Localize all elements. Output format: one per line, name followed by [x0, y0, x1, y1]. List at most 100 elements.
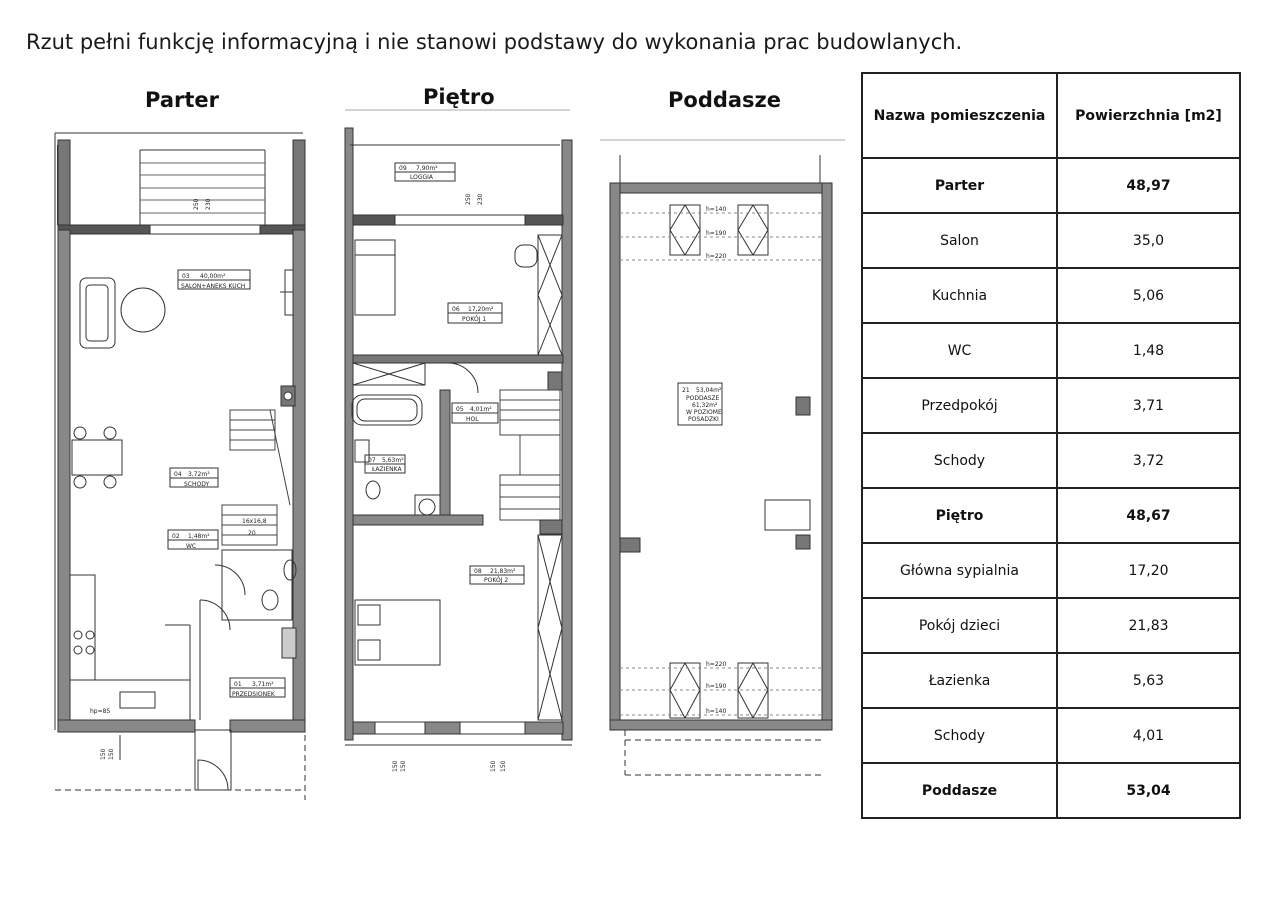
stairs-dim: 16x16,8: [242, 518, 267, 525]
room-08-num: 08: [474, 568, 482, 575]
room-04-num: 04: [174, 471, 182, 478]
room-area-cell: 1,48: [1056, 322, 1241, 379]
room-07-area: 5,63m²: [382, 457, 404, 464]
room-08-name: POKÓJ 2: [484, 577, 508, 584]
room-name-cell: Parter: [861, 157, 1058, 214]
room-area-cell: 35,0: [1056, 212, 1241, 269]
room-02-num: 02: [172, 533, 180, 540]
room-name-cell: Łazienka: [861, 652, 1058, 709]
height-bottom-3: h=140: [706, 708, 726, 715]
room-area-cell: 3,72: [1056, 432, 1241, 489]
header-area: Powierzchnia [m2]: [1056, 72, 1241, 159]
room-05-name: HOL: [466, 416, 479, 423]
room-03-area: 40,00m²: [200, 273, 226, 280]
height-top-1: h=140: [706, 206, 726, 213]
room-name-cell: Poddasze: [861, 762, 1058, 819]
parter-dim-bottom1: 150: [100, 748, 107, 760]
room-area-cell: 3,71: [1056, 377, 1241, 434]
pietro-dim-top1: 250: [465, 193, 472, 205]
room-area-cell: 5,06: [1056, 267, 1241, 324]
pietro-dim-top2: 230: [477, 193, 484, 205]
room-name-cell: Główna sypialnia: [861, 542, 1058, 599]
room-area-cell: 4,01: [1056, 707, 1241, 764]
room-name-cell: Schody: [861, 707, 1058, 764]
parter-dim-top2: 230: [205, 198, 212, 210]
height-top-2: h=190: [706, 230, 726, 237]
room-name-cell: Przedpokój: [861, 377, 1058, 434]
floor-plans-drawing: 03 40,00m² SALON+ANEKS KUCH 04 3,72m² SC…: [54, 109, 845, 800]
room-01-num: 01: [234, 681, 242, 688]
parter-title: Parter: [145, 88, 219, 112]
room-07-name: ŁAZIENKA: [371, 466, 402, 473]
room-08-area: 21,83m²: [490, 568, 516, 575]
parter-dim-bottom2: 150: [108, 748, 115, 760]
room-name-cell: Pokój dzieci: [861, 597, 1058, 654]
pietro-title: Piętro: [423, 85, 495, 109]
room-21-note2: POSADZKI: [688, 416, 719, 423]
room-name-cell: WC: [861, 322, 1058, 379]
room-03-name: SALON+ANEKS KUCH: [181, 283, 245, 290]
room-name-cell: Kuchnia: [861, 267, 1058, 324]
pietro-dim-bottom3: 150: [490, 760, 497, 772]
poddasze-plan: [600, 139, 845, 776]
pietro-dim-bottom2: 150: [400, 760, 407, 772]
room-02-area: 1,48m²: [188, 533, 210, 540]
room-areas-table: Nazwa pomieszczenia Powierzchnia [m2] Pa…: [861, 72, 1241, 819]
room-name-cell: Salon: [861, 212, 1058, 269]
hp-dim: hp=85: [90, 708, 110, 715]
room-01-area: 3,71m²: [252, 681, 274, 688]
room-06-num: 06: [452, 306, 460, 313]
room-area-cell: 17,20: [1056, 542, 1241, 599]
pietro-dim-bottom1: 150: [392, 760, 399, 772]
room-name-cell: Schody: [861, 432, 1058, 489]
height-bottom-1: h=220: [706, 661, 726, 668]
disclaimer-text: Rzut pełni funkcję informacyjną i nie st…: [26, 30, 963, 54]
header-room-name: Nazwa pomieszczenia: [861, 72, 1058, 159]
room-09-area: 7,90m²: [416, 165, 438, 172]
pietro-dim-bottom4: 150: [500, 760, 507, 772]
parter-plan: [54, 132, 306, 800]
room-21-note1: W POZIOME: [686, 409, 722, 416]
room-area-cell: 21,83: [1056, 597, 1241, 654]
pietro-plan: [344, 109, 573, 746]
height-top-3: h=220: [706, 253, 726, 260]
room-21-num: 21: [682, 387, 690, 394]
table-header-row: Nazwa pomieszczenia Powierzchnia [m2]: [861, 72, 1241, 159]
room-09-name: LOGGIA: [410, 174, 434, 181]
room-name-cell: Piętro: [861, 487, 1058, 544]
room-02-name: WC: [186, 543, 196, 550]
room-21-sub: 61,32m²: [692, 402, 718, 409]
room-04-name: SCHODY: [184, 481, 210, 488]
room-area-cell: 48,97: [1056, 157, 1241, 214]
room-09-num: 09: [399, 165, 407, 172]
room-01-name: PRZEDSIONEK: [232, 691, 276, 698]
room-07-num: 07: [368, 457, 376, 464]
stairs-dim-2: 20: [248, 530, 256, 537]
parter-dim-top1: 250: [193, 198, 200, 210]
room-area-cell: 53,04: [1056, 762, 1241, 819]
room-21-name: PODDASZE: [686, 395, 719, 402]
room-03-num: 03: [182, 273, 190, 280]
room-04-area: 3,72m²: [188, 471, 210, 478]
poddasze-title: Poddasze: [668, 88, 782, 112]
room-area-cell: 5,63: [1056, 652, 1241, 709]
room-area-cell: 48,67: [1056, 487, 1241, 544]
height-bottom-2: h=190: [706, 683, 726, 690]
room-21-area: 53,04m²: [696, 387, 722, 394]
room-06-area: 17,20m²: [468, 306, 494, 313]
room-05-area: 4,01m²: [470, 406, 492, 413]
room-06-name: POKÓJ 1: [462, 316, 486, 323]
